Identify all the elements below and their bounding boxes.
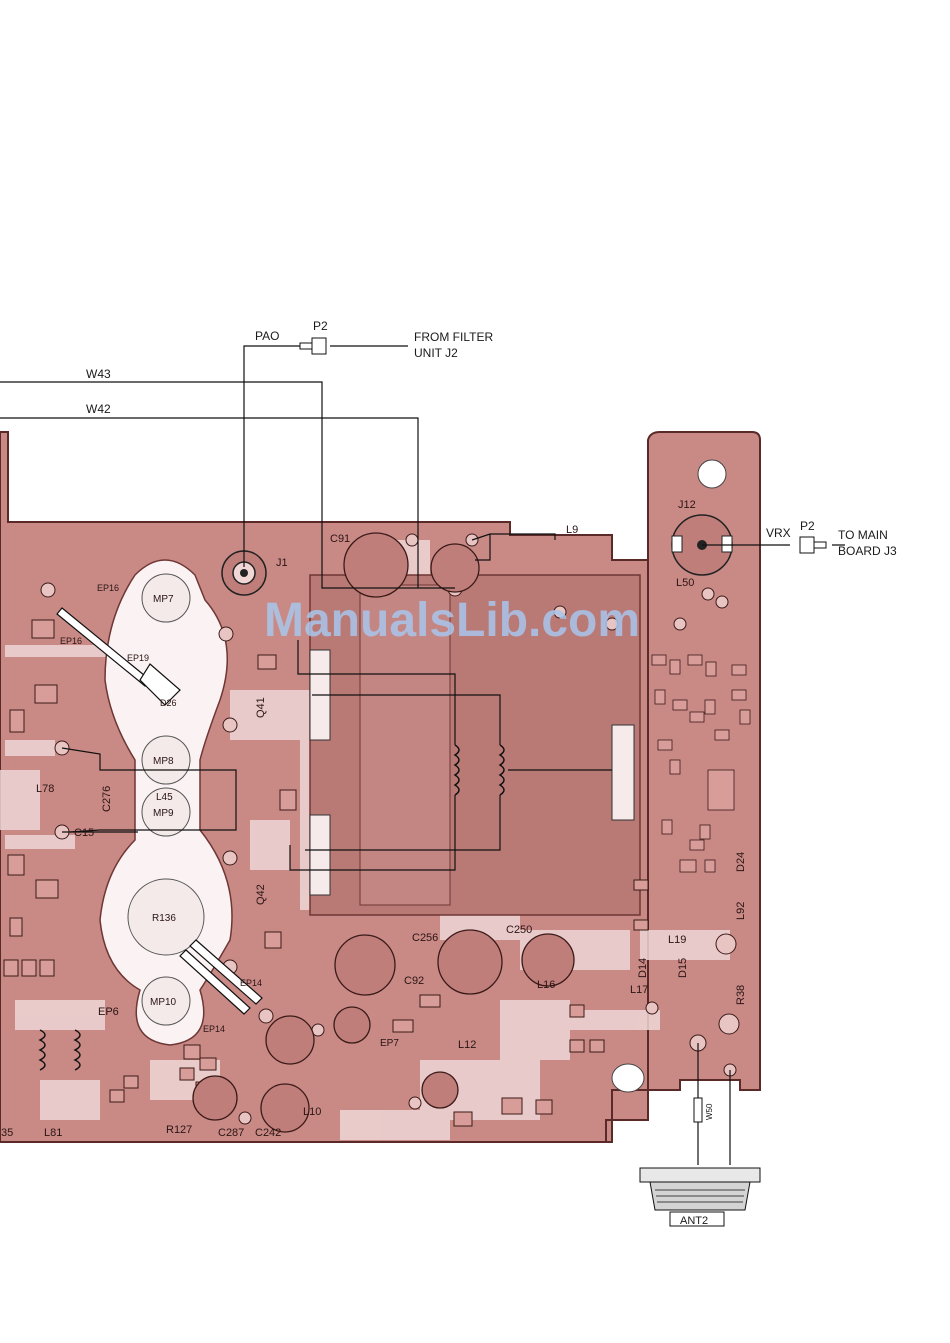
label-p2-right: P2: [800, 519, 815, 533]
silk-35: 35: [1, 1127, 13, 1139]
silk-c92: C92: [404, 975, 424, 987]
silk-mp8: MP8: [153, 756, 174, 767]
silk-l9: L9: [566, 524, 578, 536]
label-w50: W50: [705, 1103, 714, 1120]
label-w43: W43: [86, 367, 111, 381]
transformer-left-block-2: [310, 815, 330, 895]
silk-c256: C256: [412, 932, 438, 944]
silk-ep14b: EP14: [203, 1024, 225, 1034]
silk-l17: L17: [630, 984, 648, 996]
silk-r127: R127: [166, 1124, 192, 1136]
silk-r38: R38: [735, 985, 747, 1005]
silk-l45: L45: [156, 792, 173, 803]
silk-q41: Q41: [255, 697, 267, 718]
label-vrx: VRX: [766, 526, 791, 540]
silk-l12: L12: [458, 1039, 476, 1051]
label-from-filter-unit: UNIT J2: [414, 346, 458, 360]
silk-d26: D26: [160, 698, 177, 708]
silk-l92: L92: [735, 902, 747, 920]
silk-j12: J12: [678, 499, 696, 511]
silk-l50: L50: [676, 577, 694, 589]
silk-l19: L19: [668, 934, 686, 946]
label-p2-top: P2: [313, 319, 328, 333]
label-ant2: ANT2: [680, 1215, 708, 1227]
silk-ep16a: EP16: [97, 583, 119, 593]
silk-d15: D15: [677, 958, 689, 978]
label-from-filter: FROM FILTER: [414, 330, 493, 344]
silk-ep14a: EP14: [240, 978, 262, 988]
silk-c91: C91: [330, 533, 350, 545]
label-pao: PAO: [255, 329, 279, 343]
silk-l16: L16: [537, 979, 555, 991]
label-to-main: TO MAIN: [838, 528, 888, 542]
silk-q42: Q42: [255, 884, 267, 905]
silk-mp9: MP9: [153, 808, 174, 819]
silk-d24: D24: [735, 852, 747, 872]
silk-mp10: MP10: [150, 997, 177, 1008]
silk-ep6: EP6: [98, 1006, 119, 1018]
silk-r136: R136: [152, 913, 176, 924]
silk-l81: L81: [44, 1127, 62, 1139]
ant2-connector: [640, 1098, 760, 1226]
label-w42: W42: [86, 402, 111, 416]
silk-c15: C15: [74, 827, 94, 839]
silk-l10: L10: [303, 1106, 321, 1118]
silk-d14: D14: [637, 958, 649, 978]
watermark: ManualsLib.com: [264, 594, 640, 647]
transformer-right-block: [612, 725, 634, 820]
silk-mp7: MP7: [153, 594, 174, 605]
silk-j1: J1: [276, 557, 288, 569]
silk-c250: C250: [506, 924, 532, 936]
silk-ep19: EP19: [127, 653, 149, 663]
silk-ep16b: EP16: [60, 636, 82, 646]
silk-c242: C242: [255, 1127, 281, 1139]
silk-l78: L78: [36, 783, 54, 795]
silk-ep7: EP7: [380, 1038, 399, 1049]
label-board-j3: BOARD J3: [838, 544, 897, 558]
silk-c276: C276: [101, 786, 113, 812]
silk-c287: C287: [218, 1127, 244, 1139]
